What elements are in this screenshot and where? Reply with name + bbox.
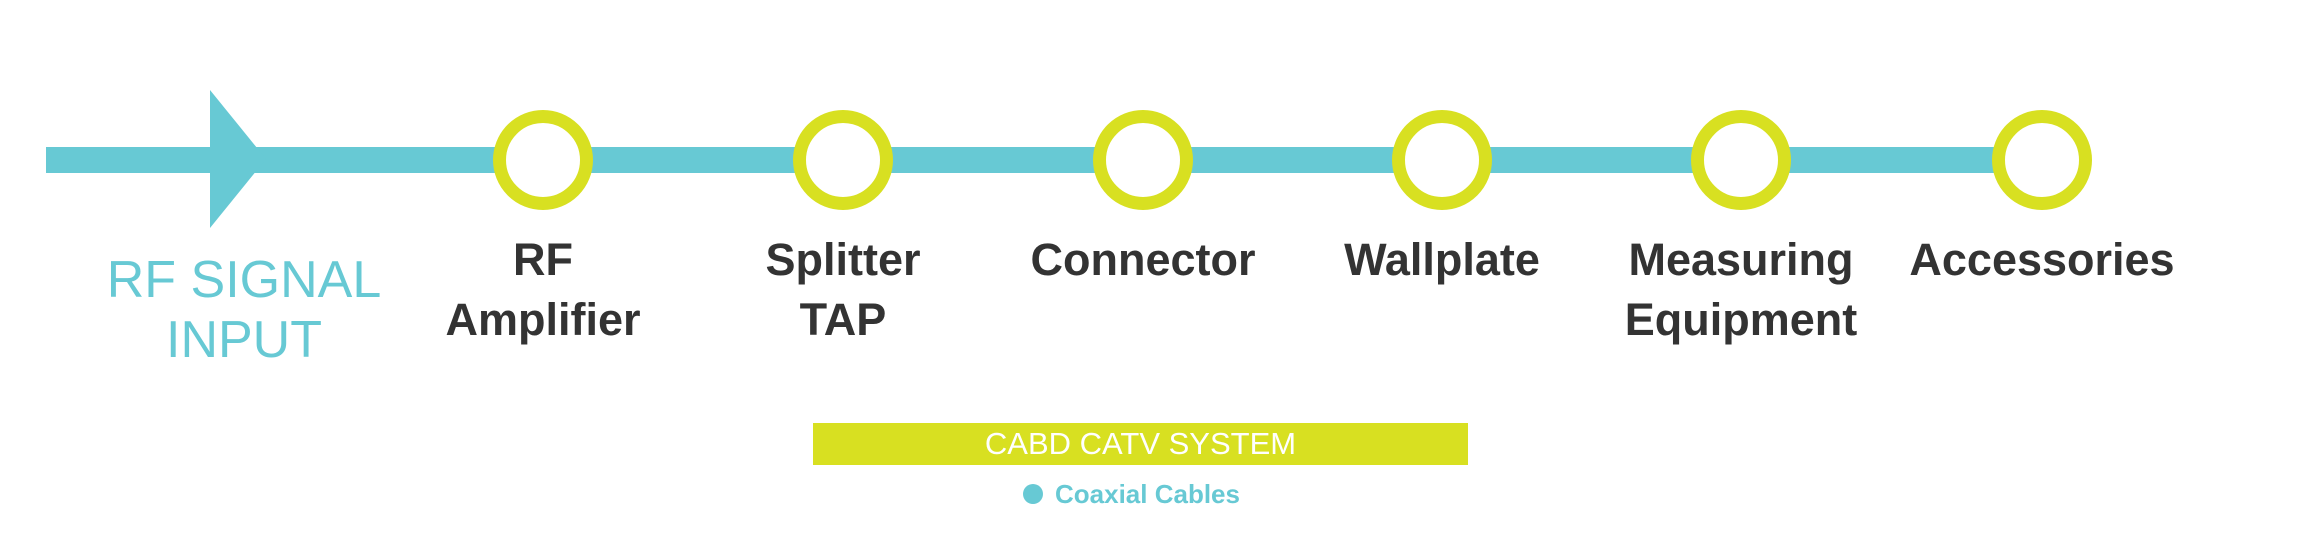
system-bar: CABD CATV SYSTEM [813, 423, 1468, 465]
legend-dot-icon [1023, 484, 1043, 504]
arrow-icon [210, 90, 266, 228]
label-line1: Wallplate [1344, 234, 1540, 285]
node-rf-amplifier [493, 110, 593, 210]
label-line2: Equipment [1624, 294, 1858, 345]
label-rf-amplifier: RF Amplifier [403, 230, 683, 350]
node-measuring-equipment [1691, 110, 1791, 210]
node-accessories [1992, 110, 2092, 210]
input-label-line1: RF SIGNAL [106, 251, 382, 309]
legend-label: Coaxial Cables [1055, 478, 1240, 509]
label-line2: Amplifier [445, 294, 641, 345]
input-label-line2: INPUT [166, 311, 322, 369]
node-wallplate [1392, 110, 1492, 210]
label-line1: Splitter [765, 234, 921, 285]
label-measuring-equipment: Measuring Equipment [1601, 230, 1881, 350]
legend: Coaxial Cables [1023, 478, 1240, 510]
rf-signal-input-label: RF SIGNAL INPUT [94, 250, 394, 370]
label-line2: TAP [799, 294, 887, 345]
label-splitter-tap: Splitter TAP [703, 230, 983, 350]
label-line1: Connector [1030, 234, 1256, 285]
label-accessories: Accessories [1902, 230, 2182, 290]
node-splitter-tap [793, 110, 893, 210]
label-line1: RF [513, 234, 573, 285]
label-line1: Measuring [1628, 234, 1854, 285]
label-connector: Connector [1003, 230, 1283, 290]
label-line1: Accessories [1909, 234, 2175, 285]
label-wallplate: Wallplate [1302, 230, 1582, 290]
node-connector [1093, 110, 1193, 210]
